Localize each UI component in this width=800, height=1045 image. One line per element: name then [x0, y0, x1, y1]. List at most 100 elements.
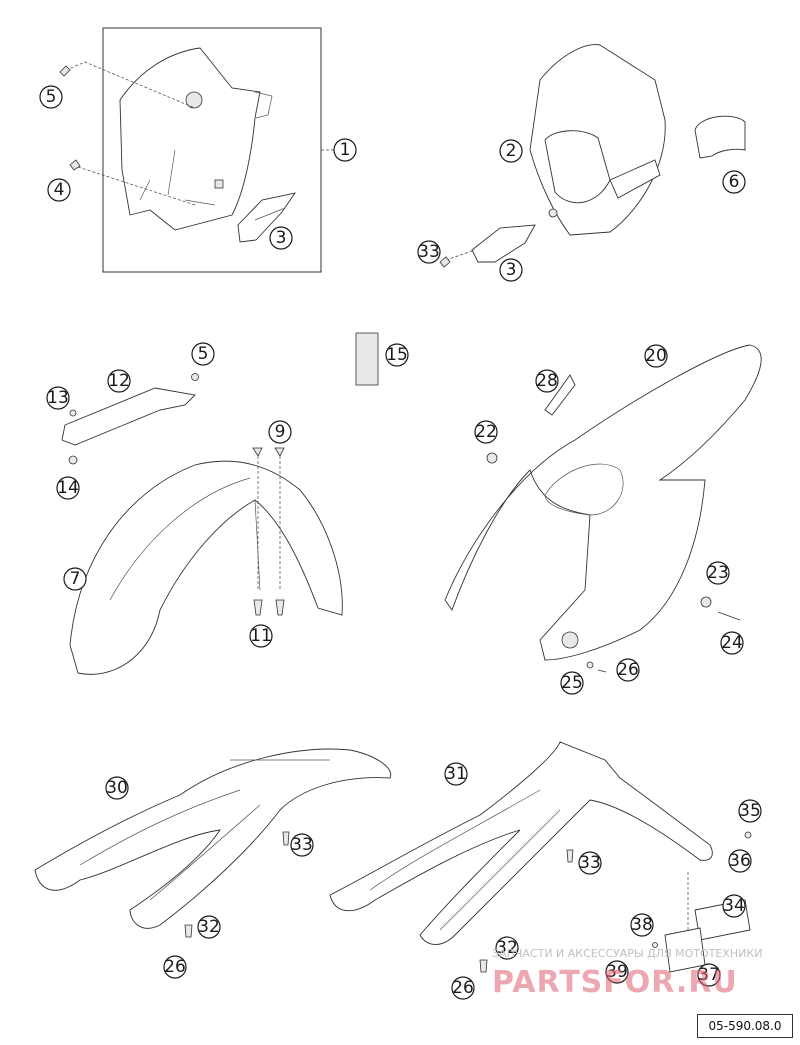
callout-12: 12	[107, 369, 131, 393]
screw	[439, 256, 451, 268]
svg-text:7: 7	[70, 569, 81, 589]
svg-text:5: 5	[198, 344, 209, 364]
headlight-bracket	[694, 115, 746, 159]
bolt	[717, 611, 741, 621]
svg-text:4: 4	[54, 180, 65, 200]
fender-stripe	[544, 374, 576, 416]
svg-text:39: 39	[606, 962, 628, 982]
svg-text:11: 11	[250, 626, 272, 646]
callout-28: 28	[535, 369, 559, 393]
screw	[184, 924, 193, 938]
mask-clip	[214, 179, 224, 189]
svg-text:36: 36	[729, 851, 751, 871]
svg-text:22: 22	[475, 422, 497, 442]
callout-30: 30	[105, 776, 129, 800]
callout-5b: 5	[191, 342, 215, 366]
svg-text:33: 33	[418, 242, 440, 262]
svg-text:12: 12	[108, 371, 130, 391]
svg-text:3: 3	[506, 260, 517, 280]
watermark-logo: PARTSFOR.RU	[492, 965, 738, 1000]
front-fender-group	[61, 373, 343, 675]
svg-text:23: 23	[707, 563, 729, 583]
callout-26c: 26	[451, 976, 475, 1000]
washer	[252, 447, 263, 457]
svg-text:28: 28	[536, 371, 558, 391]
callout-32b: 32	[495, 936, 519, 960]
callout-13: 13	[46, 386, 70, 410]
callout-11: 11	[249, 624, 273, 648]
headlight-mask-assembly	[59, 27, 335, 273]
mask-tab	[254, 91, 273, 119]
leader-line	[77, 166, 196, 206]
fender-bracket	[61, 387, 196, 446]
svg-text:37: 37	[698, 965, 720, 985]
callout-37: 37	[697, 963, 721, 987]
svg-text:30: 30	[106, 778, 128, 798]
washer	[274, 447, 285, 457]
screw	[275, 599, 285, 616]
svg-text:31: 31	[445, 764, 467, 784]
rear-subframe-left	[34, 748, 392, 938]
screw	[282, 831, 290, 846]
callout-35: 35	[738, 799, 762, 823]
rear-subframe-right	[329, 741, 752, 973]
mask-hole	[185, 91, 203, 109]
callout-26b: 26	[163, 955, 187, 979]
watermark-caption: ЗАПЧАСТИ И АКСЕССУАРЫ ДЛЯ МОТОТЕХНИКИ	[492, 947, 762, 960]
callout-3a: 3	[269, 226, 293, 250]
air-filter	[355, 332, 379, 386]
nut	[744, 831, 752, 839]
svg-text:5: 5	[46, 87, 57, 107]
subframe-detail	[369, 789, 561, 931]
fender-detail	[109, 477, 261, 601]
svg-text:35: 35	[739, 801, 761, 821]
washer	[652, 942, 658, 948]
screw	[191, 373, 199, 381]
mask-reflector	[609, 159, 661, 199]
callout-23: 23	[706, 561, 730, 585]
callout-25: 25	[560, 671, 584, 695]
rear-subframe	[34, 748, 392, 929]
bracket-nut	[700, 596, 712, 608]
svg-text:15: 15	[386, 345, 408, 365]
callout-26a: 26	[616, 658, 640, 682]
number-plate-side	[471, 224, 536, 263]
leader-line	[257, 456, 281, 590]
svg-text:33: 33	[579, 853, 601, 873]
nut	[68, 455, 78, 465]
leader-line	[65, 61, 196, 109]
callout-3b: 3	[499, 258, 523, 282]
screw	[566, 849, 574, 863]
callout-38: 38	[630, 913, 654, 937]
callout-1: 1	[333, 138, 357, 162]
screw	[59, 65, 71, 77]
mask-fastener	[548, 208, 558, 218]
callout-36: 36	[728, 849, 752, 873]
diagram-code: 05-590.08.0	[697, 1014, 793, 1038]
svg-text:32: 32	[496, 938, 518, 958]
screw	[479, 959, 488, 973]
subframe-detail	[79, 759, 330, 901]
callout-24: 24	[720, 631, 744, 655]
rear-fender-group	[444, 344, 762, 673]
svg-text:26: 26	[164, 957, 186, 977]
svg-text:38: 38	[631, 915, 653, 935]
leader-line	[445, 249, 476, 261]
mask-detail	[139, 149, 216, 206]
fender-seat-area	[544, 463, 624, 516]
callout-22: 22	[474, 420, 498, 444]
number-plate-side	[237, 192, 297, 243]
fender-hole	[561, 631, 579, 649]
callout-33b: 33	[417, 240, 441, 264]
front-fender	[69, 460, 343, 675]
svg-text:3: 3	[276, 228, 287, 248]
callout-34: 34	[722, 894, 746, 918]
plate-detail	[254, 207, 286, 221]
callout-14: 14	[56, 476, 80, 500]
callout-31: 31	[444, 762, 468, 786]
rear-subframe	[329, 741, 713, 945]
svg-text:25: 25	[561, 673, 583, 693]
svg-text:1: 1	[340, 140, 351, 160]
callout-9: 9	[268, 420, 292, 444]
